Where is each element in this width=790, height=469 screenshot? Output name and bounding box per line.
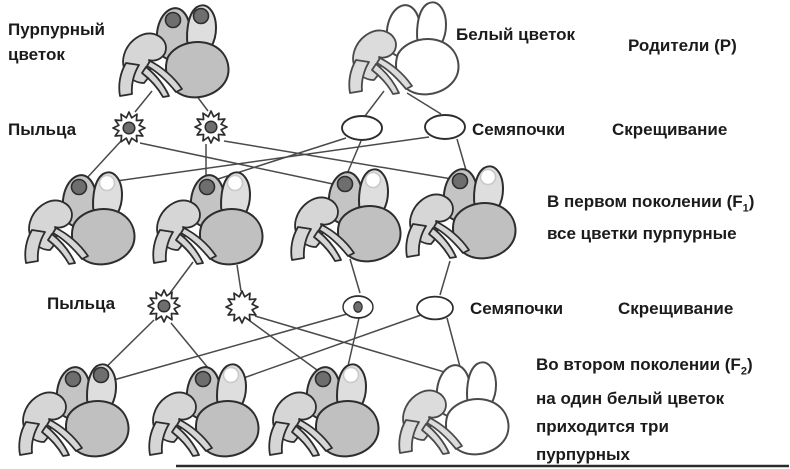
f1-caption: В первом поколении (F1) все цветки пурпу… (547, 192, 755, 244)
pollen-label-row1: Пыльца (8, 120, 77, 139)
connector-line (349, 258, 361, 294)
pollen-label-row2: Пыльца (47, 294, 116, 313)
crossing-label-row2: Скрещивание (618, 299, 734, 318)
connector-line (85, 140, 122, 180)
ovules-label-row1: Семяпочки (472, 120, 566, 139)
parent-white-flower (348, 1, 460, 96)
f1-purple-flower (24, 171, 136, 266)
f2-white-flower (398, 361, 510, 456)
connector-line (364, 90, 385, 117)
connector-line (406, 92, 442, 115)
parent-purple-flower (118, 4, 230, 99)
parents-row-label: Родители (P) (628, 36, 737, 55)
ovules-label-row2: Семяпочки (470, 299, 564, 318)
connector-line (169, 261, 194, 294)
f1-purple-flower (290, 168, 402, 263)
f2-caption: Во втором поколении (F2) на один белый ц… (536, 355, 753, 465)
connector-line (223, 140, 453, 180)
f2-purple-flower (268, 363, 380, 458)
crossing-label-row1: Скрещивание (612, 120, 728, 139)
ovule-dark-core-icon (342, 295, 374, 319)
connector-line (236, 264, 242, 292)
connector-line (439, 260, 451, 296)
connector-line (254, 315, 469, 380)
parent-purple-flower-label: Пурпурный цветок (8, 20, 105, 64)
connector-line (101, 136, 430, 184)
ovule-icon (416, 295, 454, 321)
f1-purple-flower (152, 171, 264, 266)
f2-purple-flower (148, 363, 260, 458)
pollen-grain-icon (112, 111, 146, 145)
f1-purple-flower (405, 165, 517, 260)
connector-line (234, 314, 422, 382)
connector-lines (85, 90, 469, 386)
ovule-icon (341, 115, 383, 141)
pollen-grain-white-icon (225, 290, 259, 324)
ovule-icon (424, 114, 466, 140)
connector-line (134, 90, 153, 113)
pollen-grain-icon (194, 110, 228, 144)
pollen-grain-icon (147, 289, 181, 323)
connector-line (109, 313, 348, 382)
f2-purple-flower (18, 363, 130, 458)
parent-white-flower-label: Белый цветок (456, 25, 576, 44)
